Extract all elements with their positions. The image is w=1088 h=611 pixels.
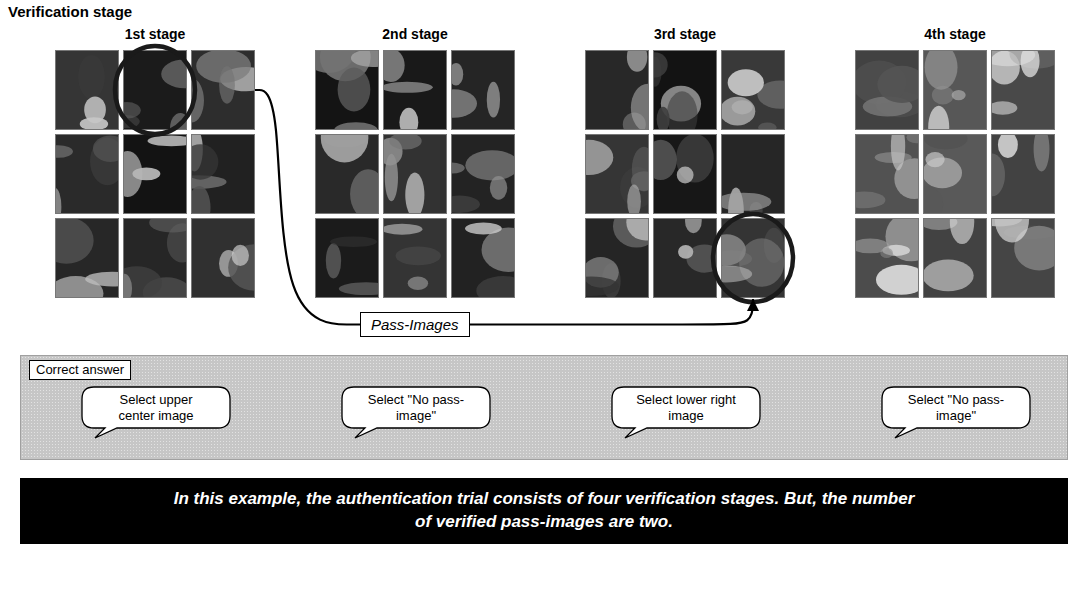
photo-tile: [653, 50, 717, 130]
photo-tile: [721, 218, 785, 298]
photo-tile: [585, 134, 649, 214]
photo-tile: [123, 218, 187, 298]
label-text: Pass-Images: [371, 315, 459, 334]
photo-tile: [451, 134, 515, 214]
photo-tile: [315, 134, 379, 214]
photo-tile: [855, 134, 919, 214]
bubble-shape: [342, 387, 490, 438]
stage-heading: 1st stage: [55, 24, 255, 44]
photo-tile: [383, 134, 447, 214]
photo-tile: [451, 50, 515, 130]
bubble-text: Select lower right image: [633, 392, 739, 423]
band-heading: Correct answer: [29, 360, 131, 380]
correct-answer-band: Correct answerSelect upper center image S…: [20, 355, 1068, 460]
pass-image-arrow: [255, 90, 360, 325]
photo-tile: [191, 218, 255, 298]
photo-tile: [923, 218, 987, 298]
photo-tile: [653, 218, 717, 298]
photo-tile: [191, 50, 255, 130]
verification-stage: 3rd stage: [585, 24, 785, 298]
photo-tile: [923, 50, 987, 130]
bubble-shape: [612, 387, 760, 438]
bubble-text: Select upper center image: [103, 392, 209, 423]
verification-stage: 4th stage: [855, 24, 1055, 298]
photo-tile: [585, 50, 649, 130]
photo-tile: [55, 218, 119, 298]
photo-tile: [55, 134, 119, 214]
photo-tile: [451, 218, 515, 298]
pass-image-circle: [713, 214, 793, 302]
bubble-shape: [82, 387, 230, 438]
pass-image-circle: [115, 46, 195, 134]
photo-tile: [315, 50, 379, 130]
photo-tile: [123, 134, 187, 214]
verification-stage: 2nd stage: [315, 24, 515, 298]
photo-tile: [383, 50, 447, 130]
photo-tile: [383, 218, 447, 298]
speech-bubble: Select lower right image: [611, 386, 761, 439]
photo-tile: [55, 50, 119, 130]
photo-tile: [991, 134, 1055, 214]
summary-text: In this example, the authentication tria…: [164, 488, 924, 534]
photo-tile: [653, 134, 717, 214]
bubble-text: Select "No pass-image": [903, 392, 1009, 423]
photo-tile: [721, 134, 785, 214]
stage-heading: 3rd stage: [585, 24, 785, 44]
photo-tile: [191, 134, 255, 214]
photo-tile: [721, 50, 785, 130]
photo-tile: [923, 134, 987, 214]
summary-banner: In this example, the authentication tria…: [20, 478, 1068, 544]
pass-image-arrow: [470, 299, 753, 325]
stage-heading: 2nd stage: [315, 24, 515, 44]
photo-tile: [855, 50, 919, 130]
photo-tile: [123, 50, 187, 130]
photo-tile: [991, 218, 1055, 298]
bubble-shape: [882, 387, 1030, 438]
stage-heading: 4th stage: [855, 24, 1055, 44]
photo-tile: [991, 50, 1055, 130]
photo-tile: [585, 218, 649, 298]
diagram-title: Verification stage: [8, 3, 132, 20]
photo-tile: [855, 218, 919, 298]
pass-images-label: Pass-Images: [360, 312, 470, 337]
speech-bubble: Select "No pass-image": [341, 386, 491, 439]
bubble-text: Select "No pass-image": [363, 392, 469, 423]
photo-tile: [315, 218, 379, 298]
speech-bubble: Select upper center image: [81, 386, 231, 439]
speech-bubble: Select "No pass-image": [881, 386, 1031, 439]
verification-stage: 1st stage: [55, 24, 255, 298]
